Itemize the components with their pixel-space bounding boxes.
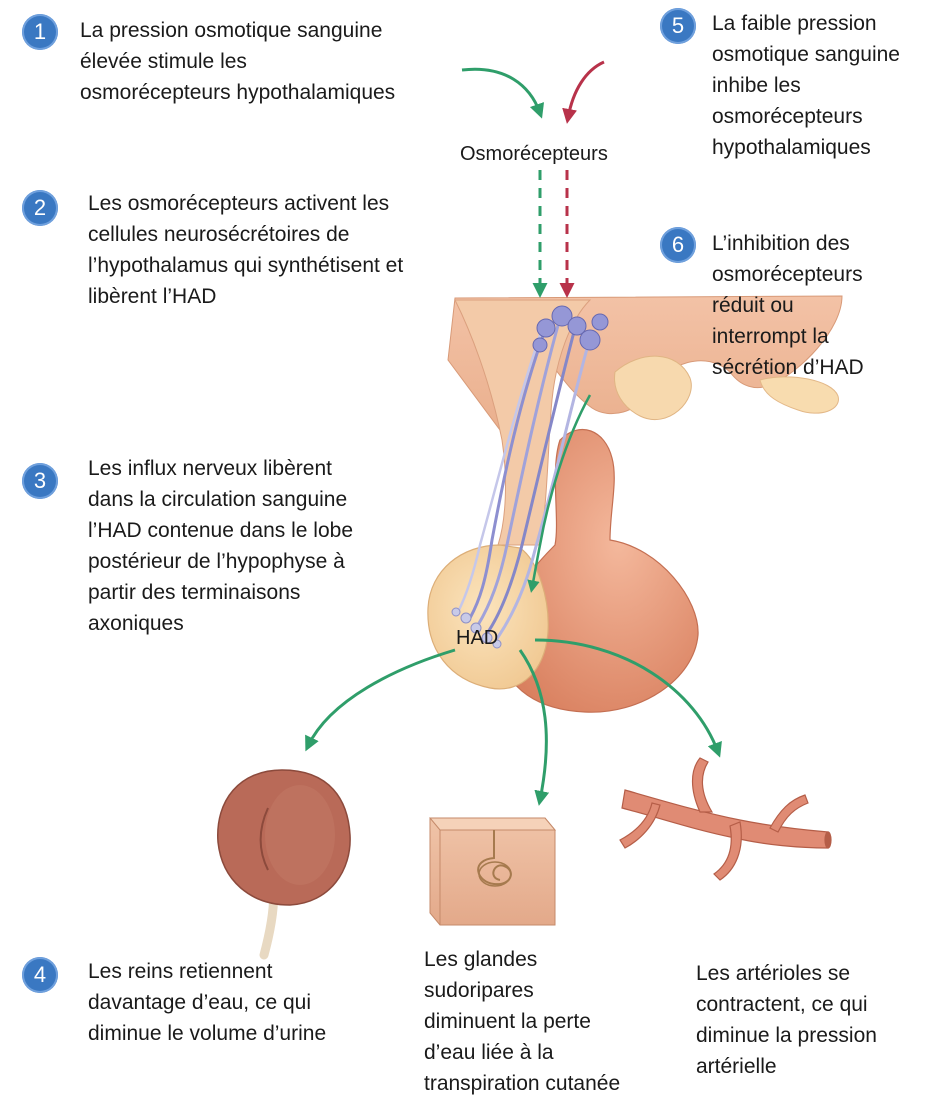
step-3-badge: 3 [22,463,58,499]
had-to-kidney-arrow [308,650,455,746]
osmoreceptors-label: Osmorécepteurs [460,143,608,166]
step-4-badge: 4 [22,957,58,993]
sweat-gland-illustration [430,818,555,925]
inhibition-arrow [568,62,604,118]
kidney-illustration [218,770,350,955]
step-2-badge: 2 [22,190,58,226]
arteriole-illustration [620,758,831,880]
step-1-badge: 1 [22,14,58,50]
step-6-badge: 6 [660,227,696,263]
stimulus-arrow [462,69,540,113]
step-5-badge: 5 [660,8,696,44]
had-label: HAD [456,627,498,650]
